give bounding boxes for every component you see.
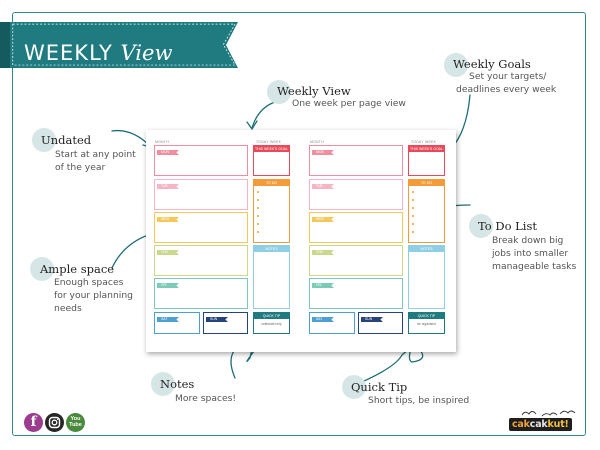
callout-desc-1: Start at any point	[55, 149, 136, 160]
callout-desc: More spaces!	[175, 393, 237, 404]
callout-desc: Short tips, be inspired	[368, 395, 470, 406]
page-frame	[12, 12, 586, 436]
callout-title: Weekly View	[277, 84, 351, 98]
callout-desc-2: jobs into smaller	[492, 248, 569, 259]
notes-box: NOTES	[253, 245, 290, 309]
brand-part-3: kut!	[547, 419, 569, 430]
callout-desc-1: Set your targets/	[469, 71, 547, 82]
logo-birds-icon	[521, 410, 576, 417]
callout-title: Undated	[41, 133, 92, 147]
quick-tip-box: QUICK TIP celebrate help	[253, 312, 290, 334]
quick-tip-heading: QUICK TIP	[409, 313, 444, 319]
todo-heading: TO DO	[254, 180, 289, 186]
day-tag-sun: SUN	[206, 317, 228, 322]
banner-ribbon-shape	[0, 22, 238, 68]
weekly-goal-heading: THIS WEEK'S GOAL	[254, 146, 289, 152]
quick-tip-heading: QUICK TIP	[254, 313, 289, 319]
brand-logo: cakcakkut!	[509, 418, 572, 431]
day-tag-mon: MON	[157, 150, 179, 155]
quick-tip-box: QUICK TIP be organised	[408, 312, 445, 334]
day-box-sat: SAT	[309, 312, 355, 334]
day-tag-sat: SAT	[157, 317, 179, 322]
notes-heading: NOTES	[409, 246, 444, 252]
instagram-icon[interactable]	[45, 413, 64, 432]
day-tag-fri: FRI	[312, 283, 334, 288]
weekly-goal-box: THIS WEEK'S GOAL	[253, 145, 290, 176]
day-box-sun: SUN	[203, 312, 248, 334]
day-box-mon: MON	[309, 145, 403, 176]
day-tag-thu: THU	[312, 250, 334, 255]
todo-box: TO DO	[408, 179, 445, 243]
week-label: WEEK	[270, 140, 282, 144]
callout-desc-2: for your planning	[54, 290, 133, 301]
day-tag-sat: SAT	[312, 317, 334, 322]
planner-page-right: MONTH TODAY WEEK MON TUE WED THU FRI SAT…	[301, 130, 456, 352]
day-tag-thu: THU	[157, 250, 179, 255]
month-label: MONTH	[155, 140, 169, 144]
day-tag-mon: MON	[312, 150, 334, 155]
day-tag-tue: TUE	[312, 184, 334, 189]
day-box-thu: THU	[154, 245, 248, 276]
day-box-wed: WED	[309, 212, 403, 243]
callout-desc-1: Enough spaces	[54, 277, 124, 288]
callout-title: Quick Tip	[351, 380, 408, 394]
day-box-fri: FRI	[309, 278, 403, 309]
day-tag-fri: FRI	[157, 283, 179, 288]
banner-title-script: View	[120, 41, 173, 65]
callout-title: Weekly Goals	[453, 57, 531, 71]
callout-desc-1: Break down big	[492, 235, 564, 246]
banner-title: WEEKLY View	[24, 41, 172, 65]
day-box-tue: TUE	[154, 179, 248, 210]
day-box-sun: SUN	[358, 312, 403, 334]
day-box-thu: THU	[309, 245, 403, 276]
quick-tip-text: be organised	[417, 322, 436, 326]
today-label: TODAY	[411, 140, 424, 144]
today-label: TODAY	[256, 140, 269, 144]
day-box-mon: MON	[154, 145, 248, 176]
day-box-wed: WED	[154, 212, 248, 243]
callout-desc: One week per page view	[292, 98, 406, 109]
day-box-fri: FRI	[154, 278, 248, 309]
facebook-icon[interactable]: f	[24, 413, 43, 432]
brand-part-2: cak	[529, 419, 548, 430]
day-box-sat: SAT	[154, 312, 200, 334]
weekly-goal-heading: THIS WEEK'S GOAL	[409, 146, 444, 152]
day-box-tue: TUE	[309, 179, 403, 210]
title-banner: WEEKLY View	[0, 14, 238, 68]
planner-page-left: MONTH TODAY WEEK MON TUE WED THU FRI SAT…	[146, 130, 301, 352]
youtube-icon[interactable]: You Tube	[66, 413, 85, 432]
callout-title: Notes	[160, 377, 195, 391]
callout-desc-3: needs	[54, 303, 82, 314]
day-tag-wed: WED	[157, 217, 179, 222]
todo-heading: TO DO	[409, 180, 444, 186]
quick-tip-text: celebrate help	[261, 322, 282, 326]
notes-box: NOTES	[408, 245, 445, 309]
callout-desc-2: of the year	[55, 162, 106, 173]
brand-part-1: cak	[512, 419, 530, 430]
week-label: WEEK	[425, 140, 437, 144]
notes-heading: NOTES	[254, 246, 289, 252]
callout-desc-2: deadlines every week	[456, 84, 557, 95]
planner-preview: MONTH TODAY WEEK MON TUE WED THU FRI SAT…	[146, 130, 456, 352]
callout-title: To Do List	[478, 219, 537, 233]
day-tag-tue: TUE	[157, 184, 179, 189]
month-label: MONTH	[310, 140, 324, 144]
todo-box: TO DO	[253, 179, 290, 243]
callout-title: Ample space	[40, 262, 115, 276]
day-tag-wed: WED	[312, 217, 334, 222]
banner-title-main: WEEKLY	[24, 41, 113, 65]
callout-desc-3: manageable tasks	[492, 261, 577, 272]
day-tag-sun: SUN	[361, 317, 383, 322]
weekly-goal-box: THIS WEEK'S GOAL	[408, 145, 445, 176]
